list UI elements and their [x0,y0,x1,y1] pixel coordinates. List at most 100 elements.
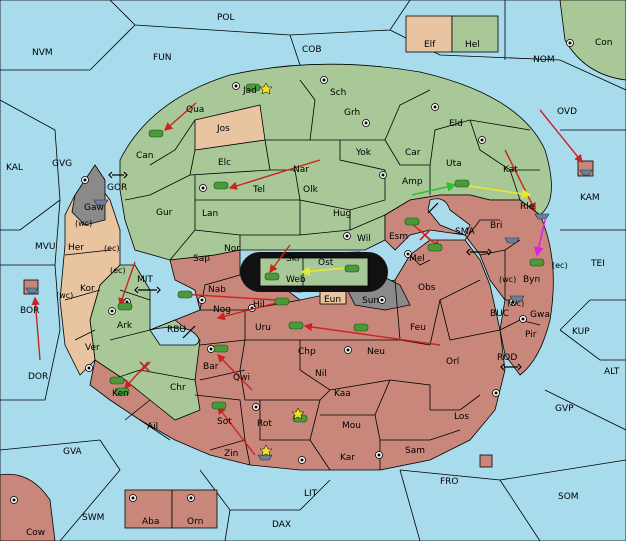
province-label-uta[interactable]: Uta [446,159,462,169]
sea-label-lit[interactable]: LIT [304,489,318,499]
sea-label-pol[interactable]: POL [217,13,235,23]
sea-label-kal[interactable]: KAL [6,163,23,173]
province-label-can[interactable]: Can [136,151,154,161]
sea-label-con[interactable]: Con [595,38,613,48]
sea-label-nom[interactable]: NOM [533,55,555,65]
sea-label-kup[interactable]: KUP [572,327,590,337]
province-label-rle[interactable]: Rle [520,202,535,212]
province-label-feu[interactable]: Feu [410,323,426,333]
province-label-qwi[interactable]: Qwi [233,373,250,383]
province-label-eld[interactable]: Eld [449,119,463,129]
sea-label-alt[interactable]: ALT [604,367,620,377]
province-label-lan[interactable]: Lan [202,209,218,219]
province-label-nil[interactable]: Nil [315,369,327,379]
province-label-elc[interactable]: Elc [218,158,231,168]
province-label-car[interactable]: Car [405,148,421,158]
province-label-bri[interactable]: Bri [490,221,502,231]
province-label-qua[interactable]: Qua [186,105,204,115]
province-label-hug[interactable]: Hug [333,209,351,219]
sea-label-rod[interactable]: ROD [497,353,517,363]
province-label-gur[interactable]: Gur [156,208,173,218]
province-label-kaa[interactable]: Kaa [334,389,351,399]
sea-label-cow[interactable]: Cow [26,528,45,538]
sea-label-gor[interactable]: GOR [107,183,127,193]
province-label-chr[interactable]: Chr [170,383,186,393]
province-label-sam[interactable]: Sam [405,446,425,456]
province-label-neu[interactable]: Neu [367,347,385,357]
sea-label-som[interactable]: SOM [558,492,579,502]
province-label-sun[interactable]: Sun [362,296,379,306]
province-label-ken[interactable]: Ken [112,389,129,399]
province-label-her[interactable]: Her [68,243,84,253]
province-label-grh[interactable]: Grh [344,108,360,118]
province-label-obs[interactable]: Obs [418,283,436,293]
province-label-ver[interactable]: Ver [85,343,100,353]
sea-label-kam[interactable]: KAM [580,193,600,203]
province-label-hel[interactable]: Hel [465,40,480,50]
sea-label-gva[interactable]: GVA [63,447,83,457]
province-label-kar[interactable]: Kar [340,453,355,463]
sea-label-tei[interactable]: TEI [590,259,605,269]
sea-label-gvg[interactable]: GVG [52,159,72,169]
province-label-bar[interactable]: Bar [203,362,219,372]
province-label-eun[interactable]: Eun [324,295,341,305]
province-hel[interactable] [451,15,499,53]
province-label-nab[interactable]: Nab [208,285,226,295]
province-label-sot[interactable]: Sot [217,417,232,427]
province-label-gaw[interactable]: Gaw [84,203,104,213]
province-label-jad[interactable]: Jad [242,86,257,96]
sea-label-bor[interactable]: BOR [20,306,39,316]
province-label-aba[interactable]: Aba [142,517,159,527]
province-label-nar[interactable]: Nar [293,165,309,175]
province-label-kor[interactable]: Kor [80,284,95,294]
province-label-yok[interactable]: Yok [355,148,372,158]
sea-label-rbu[interactable]: RBU [167,325,186,335]
province-label-mel[interactable]: Mel [409,254,425,264]
province-label-jos[interactable]: Jos [216,124,230,134]
province-label-nog[interactable]: Nog [213,305,231,315]
sea-label-nvm[interactable]: NVM [32,48,53,58]
province-label-hil[interactable]: Hil [253,300,265,310]
sea-label-sma[interactable]: SMA [455,227,475,237]
sea-label-cob[interactable]: COB [302,45,322,55]
sea-label-fro[interactable]: FRO [440,477,459,487]
province-label-web[interactable]: Web [286,275,306,285]
province-label-uru[interactable]: Uru [255,323,271,333]
province-label-kat[interactable]: Kat [503,165,518,175]
island-fro[interactable] [479,454,493,468]
province-label-byn[interactable]: Byn [523,275,540,285]
province-label-zin[interactable]: Zin [224,449,238,459]
province-label-wil[interactable]: Wil [357,234,371,244]
province-label-amp[interactable]: Amp [402,177,423,187]
sea-label-mit[interactable]: MIT [137,275,153,285]
province-label-chp[interactable]: Chp [298,347,316,357]
sea-label-swm[interactable]: SWM [82,513,104,523]
province-label-ail[interactable]: Ail [147,422,158,432]
province-label-pir[interactable]: Pir [525,330,537,340]
province-label-sch[interactable]: Sch [330,88,346,98]
sea-label-dax[interactable]: DAX [272,520,291,530]
province-label-los[interactable]: Los [454,412,469,422]
province-label-sap[interactable]: Sap [193,254,210,264]
province-label-mou[interactable]: Mou [342,421,361,431]
province-gaw[interactable] [71,164,106,226]
sea-label-dor[interactable]: DOR [28,372,48,382]
province-label-ost[interactable]: Ost [318,258,334,268]
province-label-esm[interactable]: Esm [389,232,408,242]
province-label-tel[interactable]: Tel [252,185,265,195]
sea-label-fun[interactable]: FUN [153,53,172,63]
sea-label-ovd[interactable]: OVD [557,107,577,117]
province-label-orn[interactable]: Orn [187,517,203,527]
province-label-rot[interactable]: Rot [257,419,272,429]
province-label-elf[interactable]: Elf [424,40,436,50]
province-label-skr[interactable]: Skr [286,254,301,264]
sea-label-mvu[interactable]: MVU [35,242,56,252]
province-label-nor[interactable]: Nor [224,244,240,254]
sea-label-buc[interactable]: BUC [490,309,509,319]
province-label-orl[interactable]: Orl [446,357,459,367]
province-elf[interactable] [405,15,453,53]
province-cow[interactable] [0,473,56,541]
sea-label-gvp[interactable]: GVP [555,404,574,414]
province-label-olk[interactable]: Olk [303,185,319,195]
province-label-gwa[interactable]: Gwa [530,310,550,320]
